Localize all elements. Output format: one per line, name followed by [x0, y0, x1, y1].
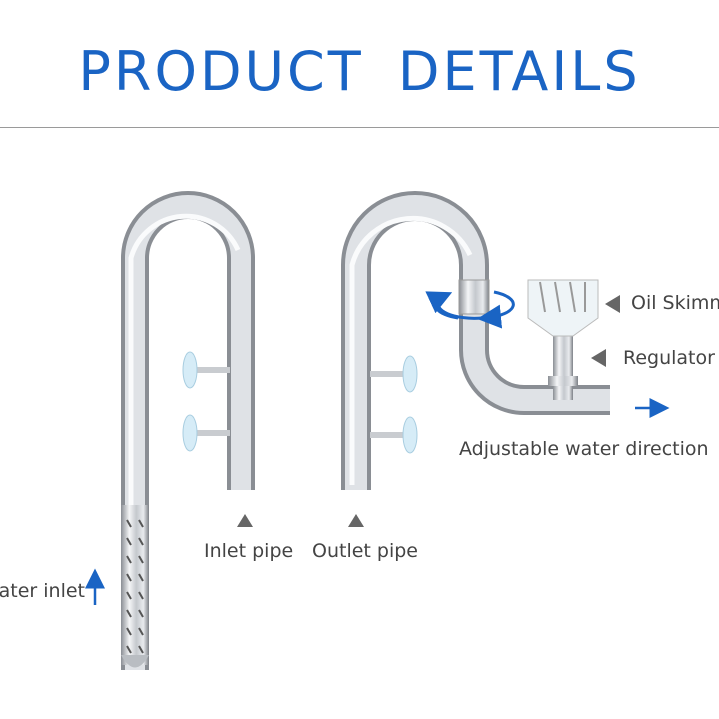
page-title: PRODUCT DETAILS [78, 40, 641, 103]
inlet-pointer-icon [237, 514, 253, 527]
regulator-pointer-icon [591, 349, 606, 367]
adjustable-direction-label: Adjustable water direction [459, 438, 709, 460]
inlet-pipe-image [121, 191, 255, 670]
oil-skimmer-label: Oil Skimm [631, 292, 719, 314]
regulator-label: Regulator [623, 347, 715, 369]
skimmer-pointer-icon [605, 295, 620, 313]
suction-cup [182, 351, 230, 452]
suction-cup [370, 355, 418, 454]
inlet-pipe-label: Inlet pipe [204, 540, 294, 562]
outlet-pointer-icon [348, 514, 364, 527]
water-inlet-label: Water inlet [0, 580, 85, 602]
rotation-arrow-icon [425, 290, 515, 329]
outlet-pipe-label: Outlet pipe [312, 540, 418, 562]
outlet-pipe-image [341, 191, 610, 490]
divider [0, 127, 719, 128]
